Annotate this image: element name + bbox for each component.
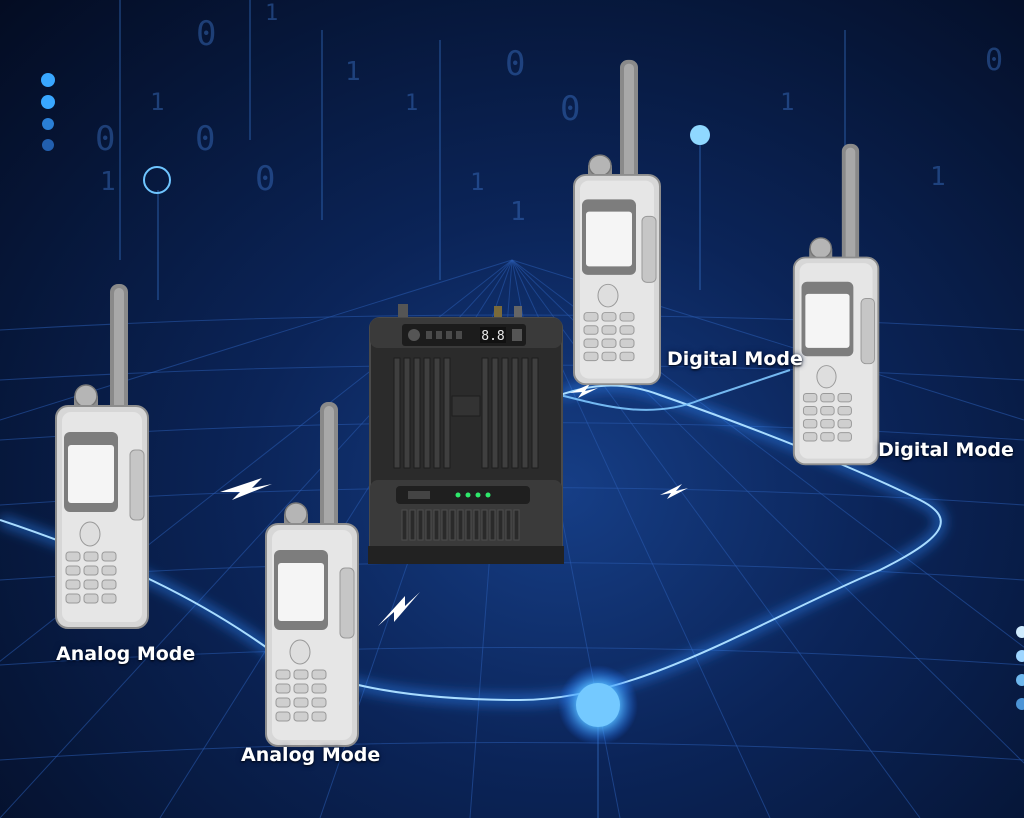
radio-icon [55, 284, 149, 629]
label-analog-mode-left: Analog Mode [56, 643, 196, 665]
svg-text:0: 0 [196, 14, 216, 54]
svg-text:1: 1 [470, 168, 484, 196]
svg-text:1: 1 [265, 1, 278, 26]
svg-text:1: 1 [150, 88, 164, 116]
svg-text:0: 0 [560, 89, 580, 129]
binary-digits: 0 0 0 0 1 1 1 1 0 0 1 1 1 1 0 1 [95, 1, 1003, 227]
repeater-display: 8.8 [481, 329, 504, 344]
svg-text:1: 1 [100, 167, 116, 197]
svg-text:0: 0 [95, 119, 115, 159]
radio-icon [265, 402, 359, 747]
repeater-icon: 8.8 [368, 304, 564, 564]
radio-icon [573, 59, 661, 386]
node-dot-icon [41, 73, 1024, 745]
radio-icon [792, 143, 880, 466]
label-analog-mode-center: Analog Mode [241, 744, 381, 766]
svg-text:1: 1 [510, 197, 526, 227]
svg-text:0: 0 [195, 119, 215, 159]
svg-text:0: 0 [985, 43, 1003, 78]
data-streaks [119, 0, 846, 818]
svg-text:1: 1 [930, 162, 946, 192]
label-digital-mode-top: Digital Mode [667, 348, 803, 370]
svg-text:0: 0 [505, 44, 525, 84]
svg-text:1: 1 [345, 57, 361, 87]
label-digital-mode-right: Digital Mode [878, 439, 1014, 461]
svg-text:1: 1 [405, 91, 418, 116]
svg-text:0: 0 [255, 159, 275, 199]
svg-text:1: 1 [780, 88, 794, 116]
lightning-icon [220, 384, 688, 626]
